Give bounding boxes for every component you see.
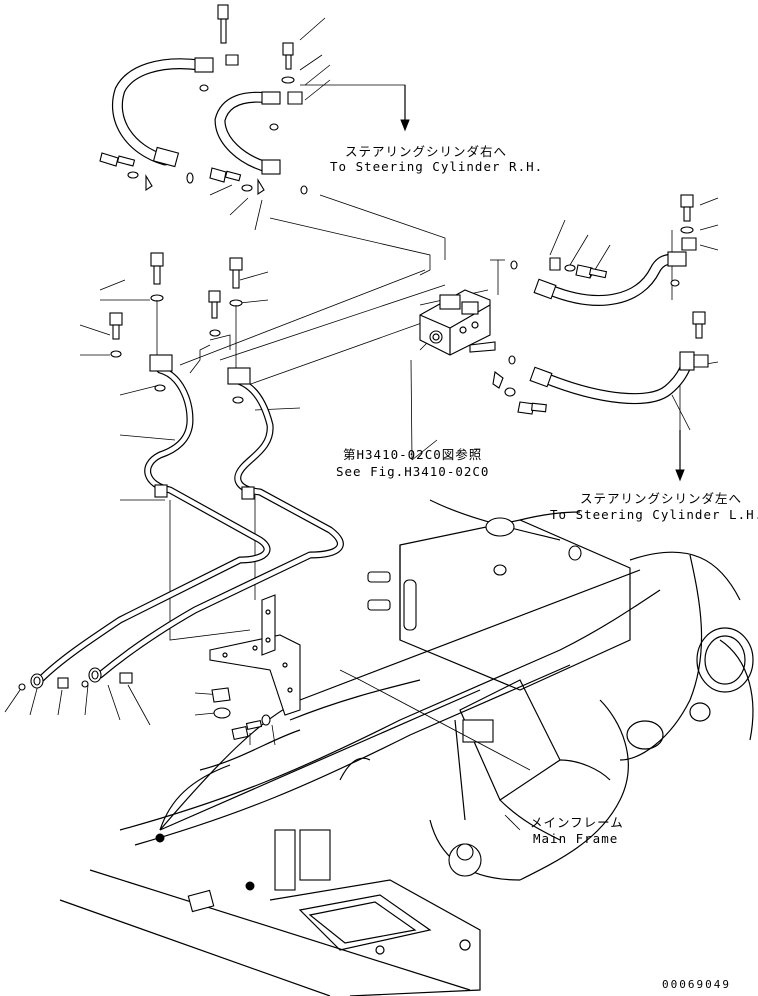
drawing-number: 00069049 bbox=[662, 978, 731, 991]
label-see-fig-jp: 第H3410-02C0図参照 bbox=[343, 447, 483, 462]
phantom-lines bbox=[169, 84, 691, 771]
label-main-frame-jp: メインフレーム bbox=[530, 815, 624, 830]
label-steering-lh-jp: ステアリングシリンダ左へ bbox=[580, 491, 743, 506]
fasteners-mid bbox=[109, 252, 244, 404]
label-main-frame-en: Main Frame bbox=[533, 831, 619, 846]
fasteners-top bbox=[99, 4, 308, 196]
label-see-fig-en: See Fig.H3410-02C0 bbox=[336, 464, 490, 479]
leader-lines bbox=[4, 17, 719, 831]
hoses-lh bbox=[529, 251, 695, 405]
cylinder-arrows bbox=[400, 85, 685, 482]
label-steering-rh-en: To Steering Cylinder R.H. bbox=[330, 159, 544, 174]
valve-block bbox=[419, 289, 496, 356]
pipe-fittings bbox=[18, 667, 133, 691]
main-frame bbox=[59, 499, 754, 996]
hoses-rh bbox=[111, 57, 281, 175]
label-steering-rh-jp: ステアリングシリンダ右へ bbox=[345, 144, 508, 159]
mounting-bracket bbox=[209, 594, 301, 740]
fasteners-right bbox=[492, 194, 709, 415]
steel-pipes bbox=[36, 354, 344, 684]
label-steering-lh-en: To Steering Cylinder L.H. bbox=[550, 507, 758, 522]
